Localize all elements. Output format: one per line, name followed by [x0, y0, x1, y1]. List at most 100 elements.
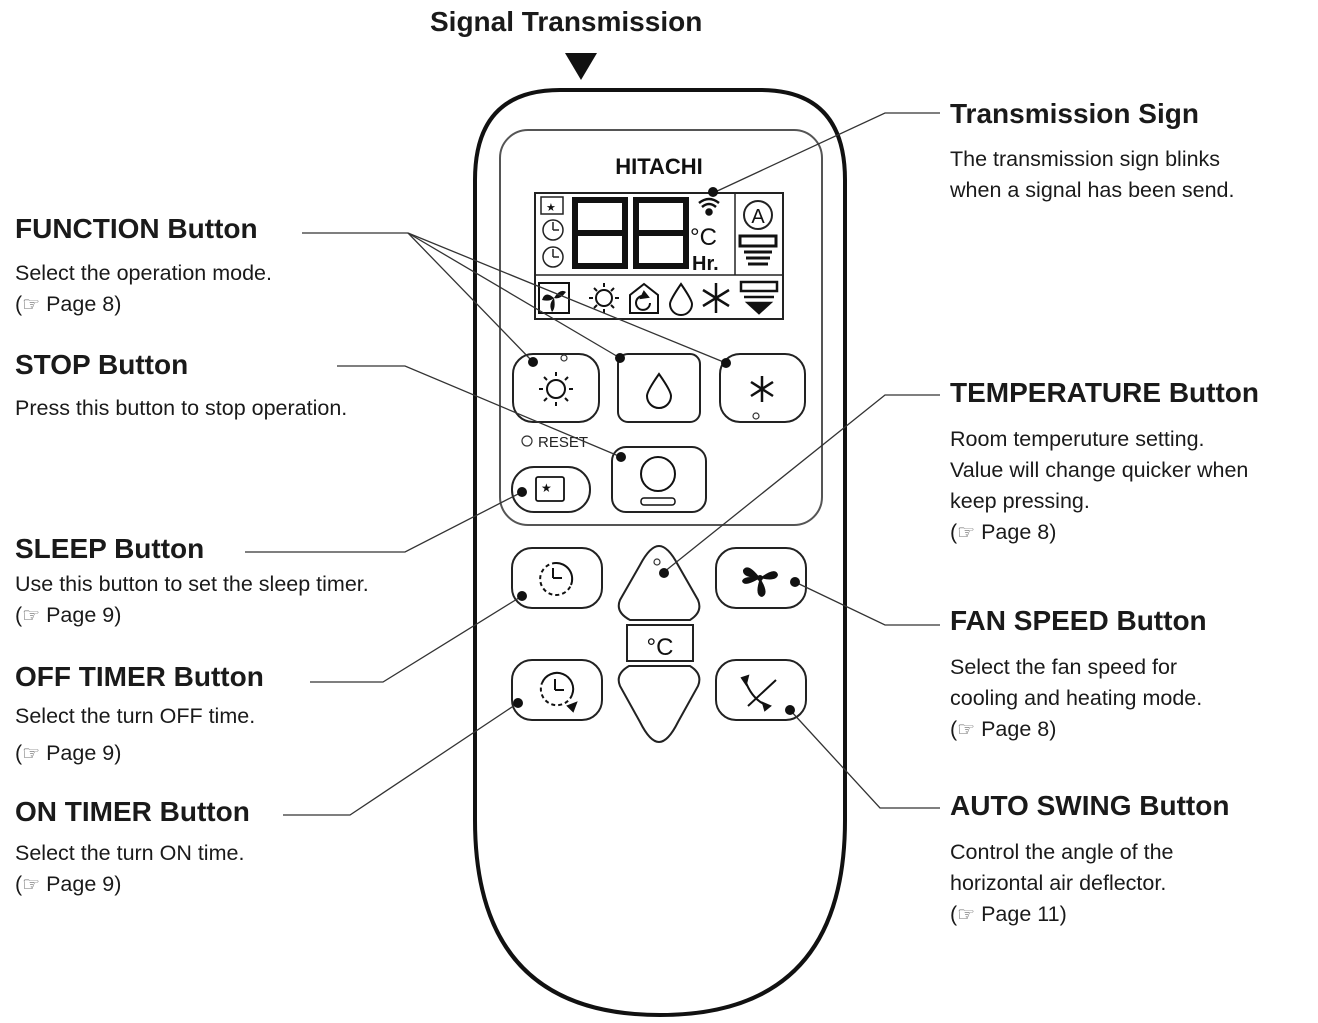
function-button-dry[interactable]	[617, 353, 701, 423]
function-button-cool[interactable]	[719, 353, 806, 423]
auto-swing-button[interactable]	[715, 659, 807, 721]
fan-speed-button[interactable]	[715, 547, 807, 609]
callout-fan-speed: FAN SPEED Button Select the fan speed fo…	[950, 605, 1207, 746]
callout-line: Select the operation mode.	[15, 261, 272, 285]
ref-paren: (	[15, 741, 23, 765]
callout-line: Value will change quicker when	[950, 458, 1249, 482]
power-icon	[640, 456, 676, 492]
sun-icon	[539, 372, 573, 406]
unit-celsius: °C	[690, 224, 717, 251]
page-reference: (☞ Page 9)	[15, 869, 250, 901]
callout-line: horizontal air deflector.	[950, 871, 1167, 895]
clock-icon	[539, 671, 578, 713]
cool-mode-indicator-icon	[702, 283, 730, 313]
wireless-icon	[698, 197, 720, 216]
leader-dots	[513, 187, 800, 715]
brand-logo: HITACHI	[615, 154, 703, 179]
callout-title: FUNCTION Button	[15, 213, 258, 244]
ref-page: Page 8)	[981, 717, 1057, 741]
louver-icon	[738, 234, 778, 266]
callout-line: Control the angle of the	[950, 840, 1174, 864]
swing-icon	[740, 674, 777, 712]
seven-segment-digits	[572, 197, 689, 269]
dry-mode-indicator-icon	[668, 282, 694, 316]
lcd-display: ★ 88 °C Hr. A	[534, 192, 784, 320]
signal-transmission-title: Signal Transmission	[430, 6, 703, 37]
sleep-button[interactable]: ★	[511, 466, 591, 513]
fan-mode-indicator-icon	[538, 282, 570, 314]
svg-text:★: ★	[546, 202, 556, 214]
callout-function: FUNCTION Button Select the operation mod…	[15, 213, 272, 321]
on-timer-button[interactable]	[511, 659, 603, 721]
callout-temperature: TEMPERATURE Button Room temperuture sett…	[950, 377, 1259, 549]
reset-hole[interactable]	[521, 435, 533, 447]
callout-title: SLEEP Button	[15, 533, 205, 564]
swing-indicator-icon	[739, 280, 779, 315]
ref-page: Page 9)	[46, 603, 122, 627]
page-reference: (☞ Page 9)	[15, 600, 369, 632]
on-timer-indicator-icon	[542, 246, 564, 268]
callout-sleep: SLEEP Button Use this button to set the …	[15, 533, 369, 632]
callout-on-timer: ON TIMER Button Select the turn ON time.…	[15, 796, 250, 901]
callout-title: Transmission Sign	[950, 98, 1199, 129]
sleep-indicator-icon	[540, 196, 564, 215]
pointing-hand-icon: ☞	[957, 719, 976, 741]
ref-paren: (	[15, 872, 23, 896]
pointing-hand-icon: ☞	[22, 294, 41, 316]
page-reference: (☞ Page 8)	[950, 714, 1207, 746]
callout-stop: STOP Button Press this button to stop op…	[15, 349, 347, 424]
callout-title: STOP Button	[15, 349, 189, 380]
callout-line: when a signal has been send.	[950, 178, 1235, 202]
page-reference: (☞ Page 11)	[950, 899, 1229, 931]
callout-line: Press this button to stop operation.	[15, 396, 348, 420]
temperature-up-button[interactable]	[617, 544, 701, 621]
auto-mode-icon	[743, 200, 773, 230]
heat-mode-indicator-icon	[589, 283, 619, 313]
ref-page: Page 8)	[46, 292, 122, 316]
ref-paren: (	[15, 292, 23, 316]
callout-line: cooling and heating mode.	[950, 686, 1203, 710]
off-timer-button[interactable]	[511, 547, 603, 609]
ref-paren: (	[950, 902, 958, 926]
page-reference: (☞ Page 8)	[15, 289, 272, 321]
callout-title: OFF TIMER Button	[15, 661, 264, 692]
ref-page: Page 11)	[981, 902, 1067, 926]
temperature-down-button[interactable]	[617, 665, 701, 744]
page-reference: (☞ Page 8)	[950, 517, 1259, 549]
ref-page: Page 9)	[46, 741, 122, 765]
leader-lines	[245, 112, 940, 816]
snowflake-icon	[750, 376, 774, 402]
callout-line: Use this button to set the sleep timer.	[15, 572, 369, 596]
moon-star-icon	[535, 476, 565, 502]
ref-paren: (	[15, 603, 23, 627]
auto-cycle-indicator-icon	[629, 282, 659, 314]
temperature-unit-box	[626, 624, 694, 662]
reset-label: RESET	[538, 434, 588, 451]
drop-icon	[645, 372, 673, 409]
auto-symbol: A	[751, 206, 765, 228]
callout-line: The transmission sign blinks	[950, 147, 1221, 171]
callout-off-timer: OFF TIMER Button Select the turn OFF tim…	[15, 661, 264, 770]
ref-page: Page 8)	[981, 520, 1057, 544]
page-reference: (☞ Page 9)	[15, 738, 264, 770]
pointing-hand-icon: ☞	[22, 874, 41, 896]
ref-paren: (	[950, 717, 958, 741]
unit-hours: Hr.	[692, 253, 719, 275]
function-button-heat[interactable]	[512, 353, 600, 423]
callout-line: Select the turn OFF time.	[15, 704, 256, 728]
callout-auto-swing: AUTO SWING Button Control the angle of t…	[950, 790, 1229, 931]
callout-line: Select the fan speed for	[950, 655, 1178, 679]
callout-line: keep pressing.	[950, 489, 1090, 513]
callout-title: TEMPERATURE Button	[950, 377, 1259, 408]
pointing-hand-icon: ☞	[22, 743, 41, 765]
pointing-hand-icon: ☞	[957, 904, 976, 926]
callout-title: FAN SPEED Button	[950, 605, 1207, 636]
temperature-unit-label: °C	[647, 634, 674, 661]
pointing-hand-icon: ☞	[957, 522, 976, 544]
fan-icon	[742, 567, 778, 597]
callout-title: ON TIMER Button	[15, 796, 250, 827]
stop-button[interactable]	[611, 446, 707, 513]
svg-text:★: ★	[541, 481, 552, 495]
clock-icon	[539, 561, 574, 596]
